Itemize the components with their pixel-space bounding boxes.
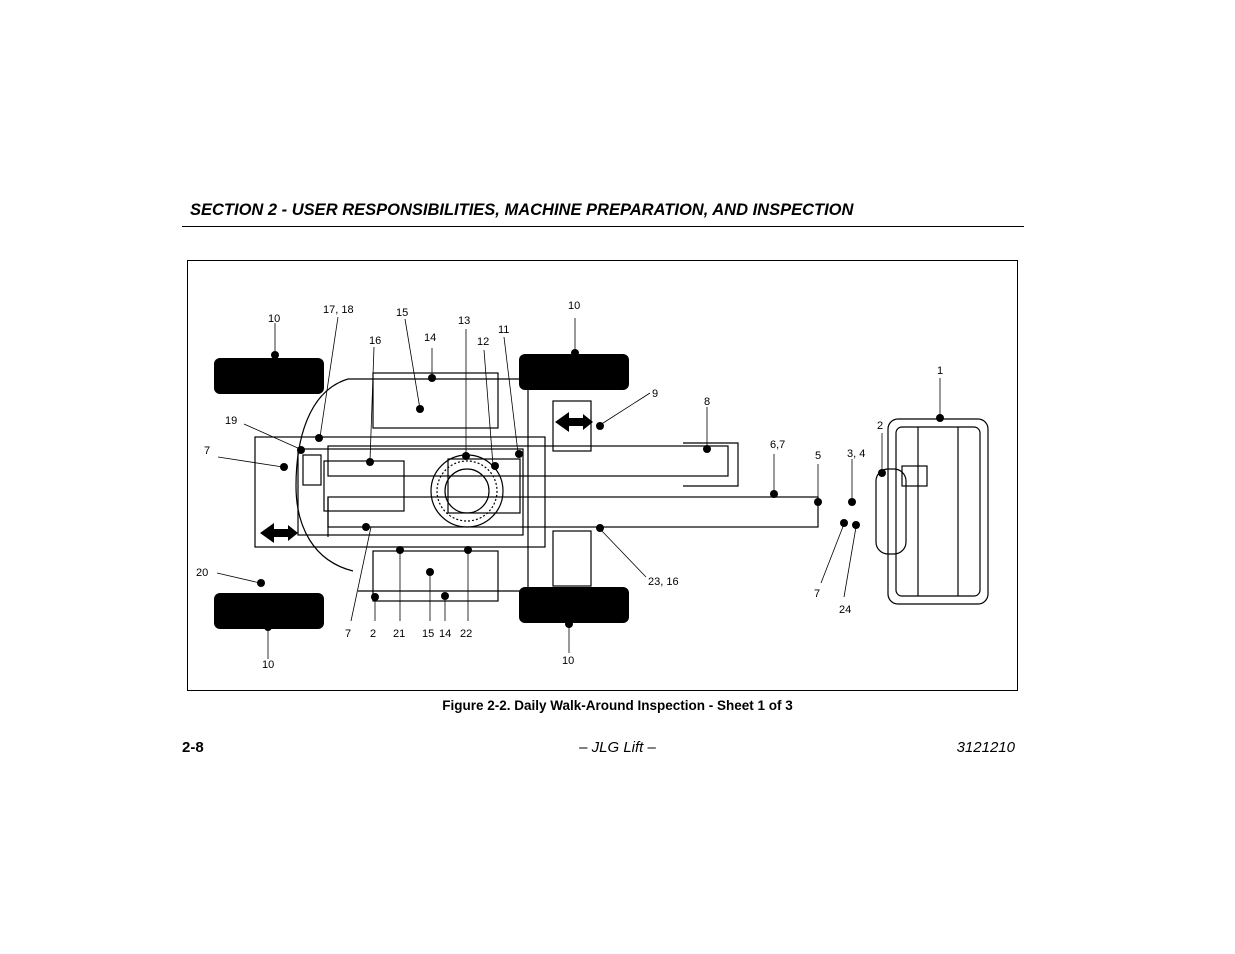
wheel-left-front <box>214 593 324 629</box>
callout-label: 7 <box>345 628 351 640</box>
callout-label: 6,7 <box>770 439 785 451</box>
callout-label: 15 <box>422 628 434 640</box>
page-number: 2-8 <box>182 739 204 756</box>
callout-label: 1 <box>937 365 943 377</box>
callout-label: 17, 18 <box>323 304 354 316</box>
callout-label: 21 <box>393 628 405 640</box>
callout-label: 14 <box>424 332 436 344</box>
wheel-right-front <box>519 587 629 623</box>
figure-frame: 10 17, 18 15 16 14 13 12 11 10 9 8 6,7 5… <box>187 260 1018 691</box>
footer-brand: – JLG Lift – <box>579 739 656 756</box>
callout-label: 11 <box>498 324 509 336</box>
wheel-right-rear <box>519 354 629 390</box>
callout-label: 24 <box>839 604 851 616</box>
section-title: SECTION 2 - USER RESPONSIBILITIES, MACHI… <box>190 201 854 219</box>
callout-label: 10 <box>562 655 574 667</box>
callout-label: 22 <box>460 628 472 640</box>
wheel-left-rear <box>214 358 324 394</box>
callout-label: 8 <box>704 396 710 408</box>
callout-label: 14 <box>439 628 451 640</box>
callout-label: 10 <box>568 300 580 312</box>
callout-label: 9 <box>652 388 658 400</box>
callout-label: 3, 4 <box>847 448 865 460</box>
figure-caption: Figure 2-2. Daily Walk-Around Inspection… <box>442 698 793 713</box>
inspection-diagram: 10 17, 18 15 16 14 13 12 11 10 9 8 6,7 5… <box>196 300 989 671</box>
callout-label: 10 <box>262 659 274 671</box>
document-number: 3121210 <box>956 739 1015 756</box>
callout-label: 10 <box>268 313 280 325</box>
callout-label: 2 <box>877 420 883 432</box>
direction-arrow-icon <box>260 412 593 543</box>
callout-label: 16 <box>369 335 381 347</box>
callout-label: 12 <box>477 336 489 348</box>
callout-label: 19 <box>225 415 237 427</box>
callout-label: 7 <box>814 588 820 600</box>
header-rule <box>182 226 1024 227</box>
callout-label: 15 <box>396 307 408 319</box>
callout-label: 2 <box>370 628 376 640</box>
callout-label: 5 <box>815 450 821 462</box>
callout-label: 20 <box>196 567 208 579</box>
callout-label: 13 <box>458 315 470 327</box>
callout-label: 7 <box>204 445 210 457</box>
callout-label: 23, 16 <box>648 576 679 588</box>
